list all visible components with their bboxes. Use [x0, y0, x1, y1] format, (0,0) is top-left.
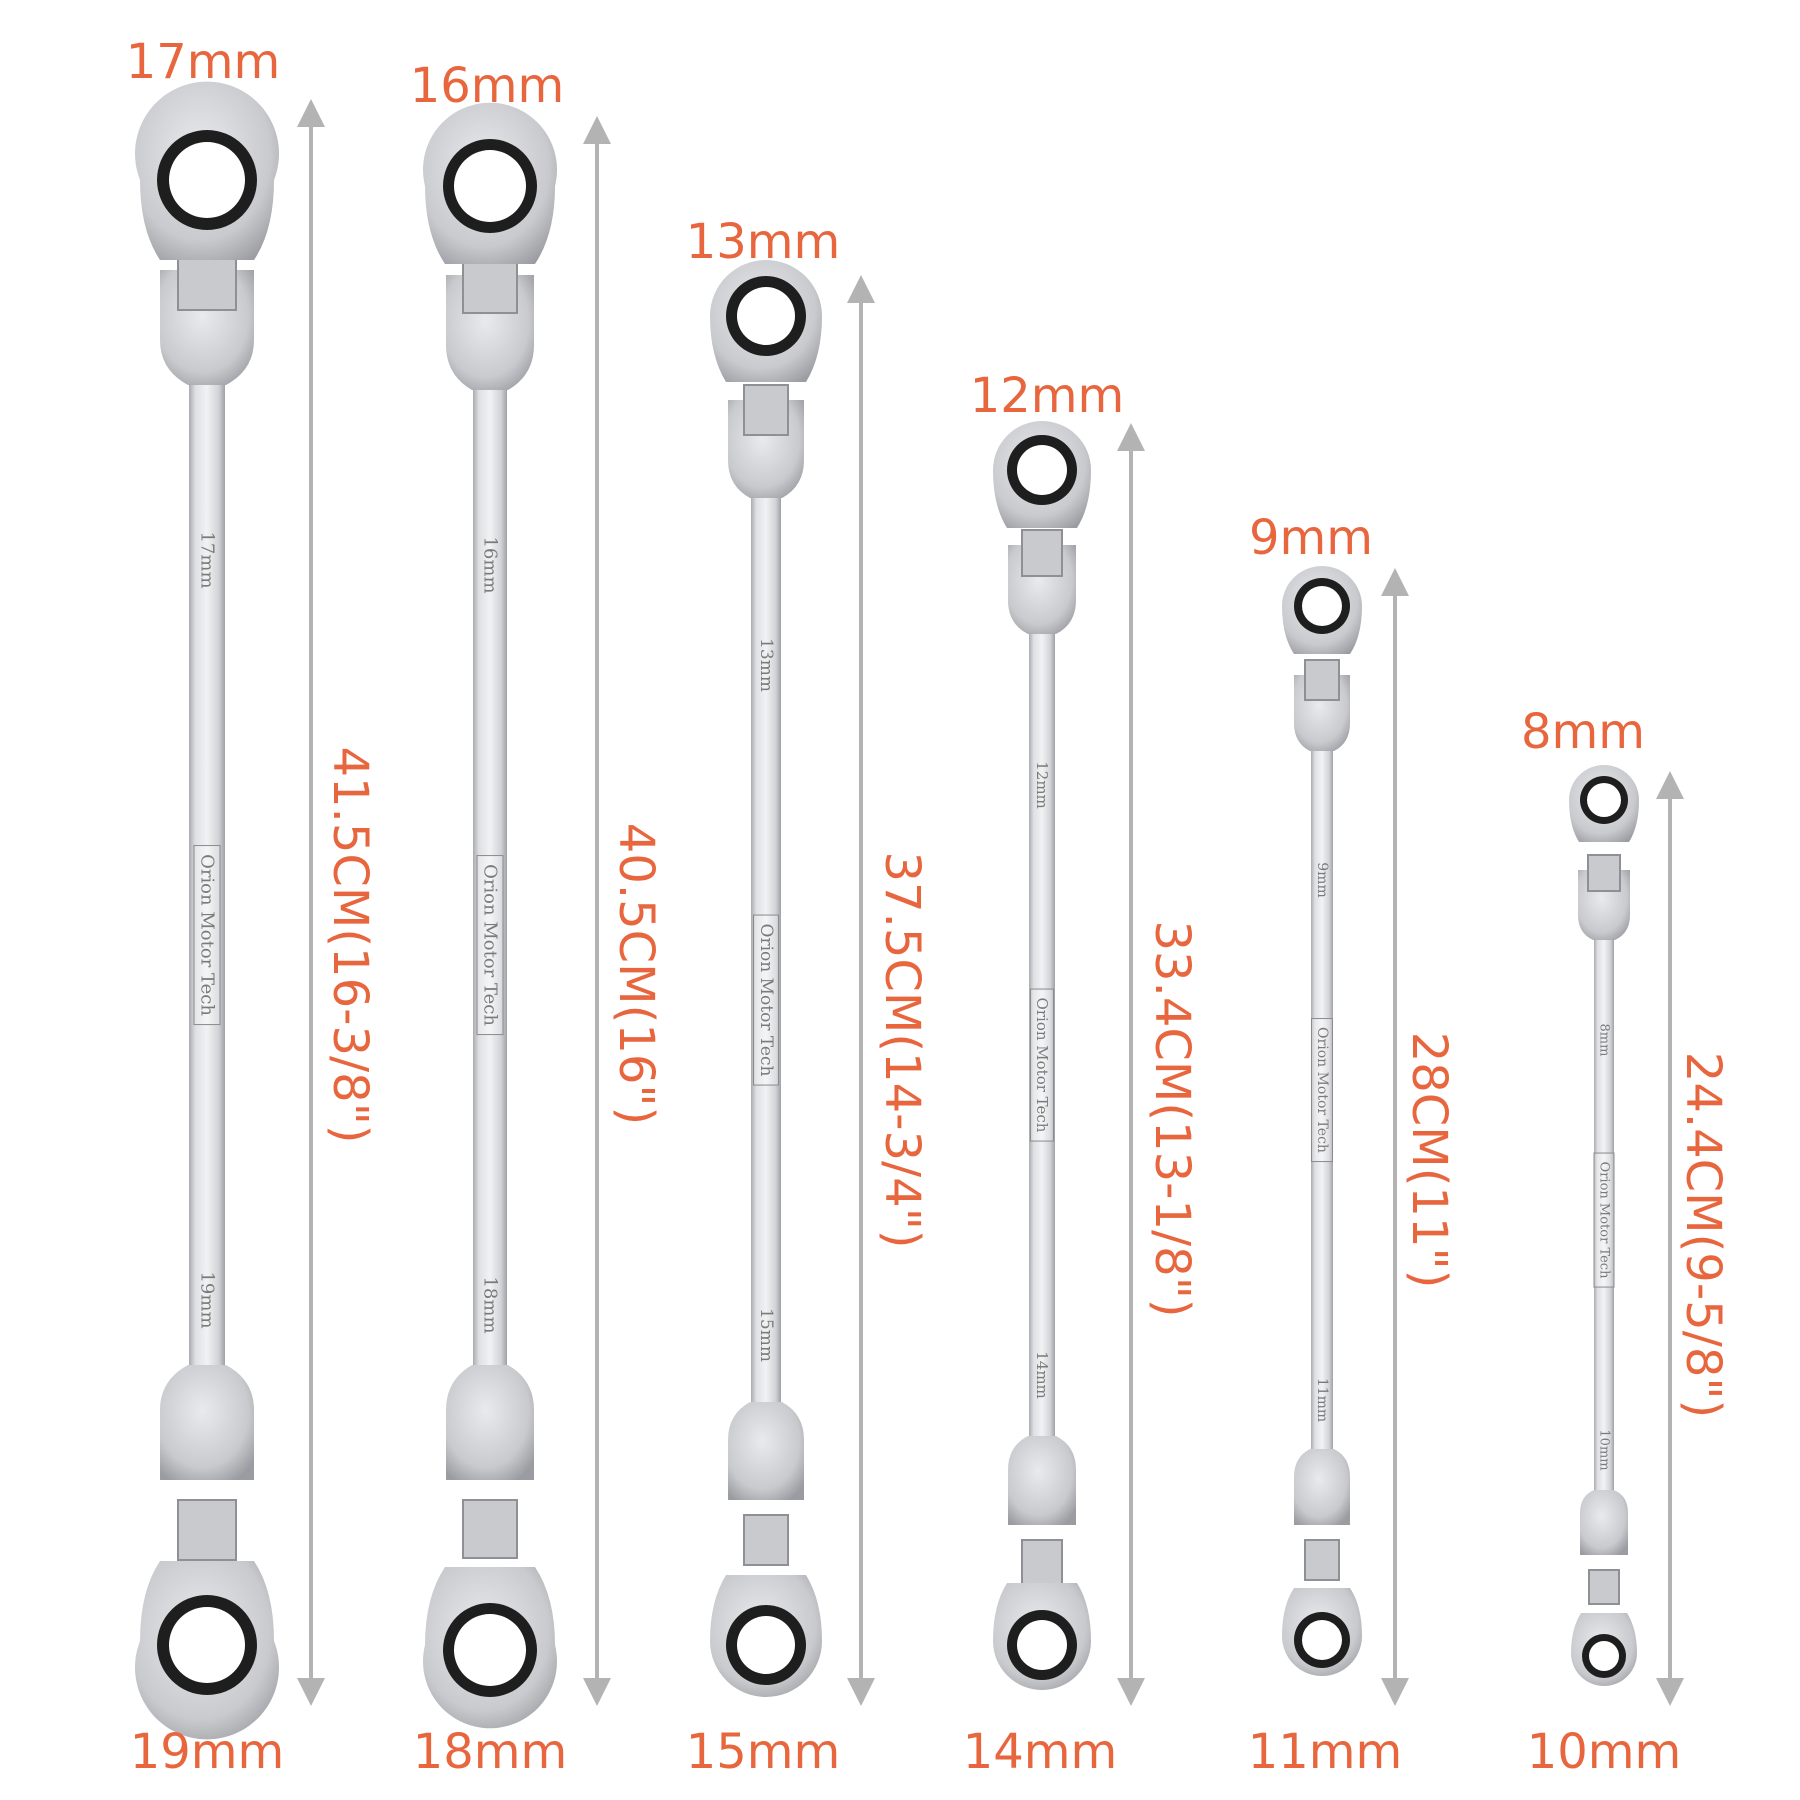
brand-stamp: Orion Motor Tech	[1311, 1018, 1333, 1162]
length-arrow	[1393, 594, 1397, 1680]
shaft-stamp-bottom: 15mm	[756, 1308, 776, 1362]
bottom-size-label: 11mm	[1247, 1724, 1403, 1780]
brand-stamp: Orion Motor Tech	[193, 845, 221, 1025]
shaft-stamp-bottom: 19mm	[196, 1271, 218, 1329]
wrench-13-15	[710, 260, 822, 1697]
length-label: 28CM(11")	[1401, 1031, 1457, 1289]
bottom-size-label: 15mm	[685, 1724, 841, 1780]
shaft-stamp-bottom: 18mm	[479, 1276, 501, 1334]
length-arrow	[595, 142, 599, 1680]
shaft-stamp-top: 8mm	[1596, 1023, 1612, 1057]
length-label: 41.5CM(16-3/8")	[322, 746, 378, 1144]
wrench-16-18	[422, 102, 557, 1729]
length-arrow	[859, 301, 863, 1680]
length-arrow	[1668, 797, 1672, 1680]
wrench-9-11	[1282, 566, 1362, 1676]
brand-stamp: Orion Motor Tech	[1030, 988, 1054, 1142]
shaft-stamp-top: 16mm	[479, 536, 501, 594]
length-label: 24.4CM(9-5/8")	[1675, 1051, 1731, 1419]
length-label: 40.5CM(16")	[608, 822, 664, 1126]
shaft-stamp-top: 17mm	[196, 531, 218, 589]
wrench-8-10	[1569, 765, 1639, 1686]
shaft-stamp-bottom: 14mm	[1033, 1351, 1051, 1399]
length-label: 37.5CM(14-3/4")	[874, 851, 930, 1249]
top-size-label: 17mm	[125, 34, 281, 90]
shaft-stamp-bottom: 10mm	[1596, 1429, 1612, 1471]
length-arrow	[309, 125, 313, 1680]
brand-stamp: Orion Motor Tech	[753, 914, 779, 1086]
top-size-label: 12mm	[969, 368, 1125, 424]
bottom-size-label: 18mm	[412, 1724, 568, 1780]
bottom-size-label: 14mm	[962, 1724, 1118, 1780]
bottom-size-label: 19mm	[129, 1724, 285, 1780]
top-size-label: 9mm	[1248, 510, 1374, 566]
shaft-stamp-top: 13mm	[756, 638, 776, 692]
length-label: 33.4CM(13-1/8")	[1144, 920, 1200, 1318]
length-arrow	[1129, 449, 1133, 1680]
top-size-label: 13mm	[685, 214, 841, 270]
bottom-size-label: 10mm	[1526, 1724, 1682, 1780]
brand-stamp: Orion Motor Tech	[1593, 1152, 1615, 1288]
top-size-label: 8mm	[1520, 704, 1646, 760]
shaft-stamp-top: 12mm	[1033, 761, 1051, 809]
wrench-12-14	[993, 421, 1091, 1690]
wrench-17-19	[135, 81, 279, 1740]
shaft-stamp-top: 9mm	[1314, 862, 1330, 898]
brand-stamp: Orion Motor Tech	[476, 855, 504, 1035]
shaft-stamp-bottom: 11mm	[1314, 1377, 1330, 1423]
top-size-label: 16mm	[409, 58, 565, 114]
